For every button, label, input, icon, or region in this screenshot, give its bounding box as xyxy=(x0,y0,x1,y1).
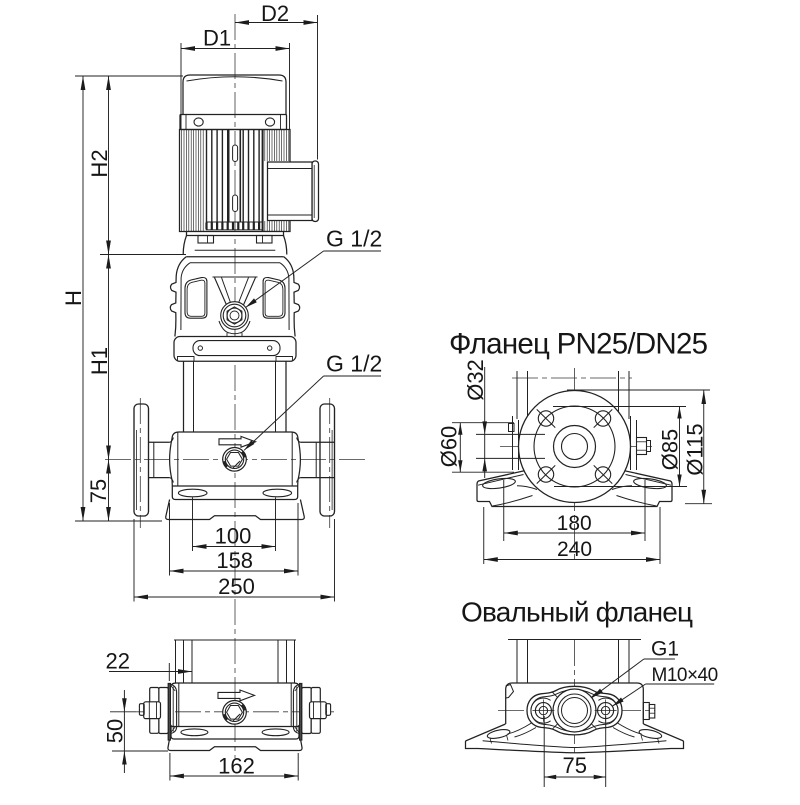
svg-text:M10×40: M10×40 xyxy=(652,665,718,686)
svg-text:100: 100 xyxy=(215,524,252,549)
svg-text:75: 75 xyxy=(563,753,587,778)
svg-text:D2: D2 xyxy=(261,1,289,26)
svg-text:Ø60: Ø60 xyxy=(437,426,462,468)
svg-text:158: 158 xyxy=(216,548,253,573)
svg-text:22: 22 xyxy=(105,649,129,674)
svg-text:180: 180 xyxy=(557,512,592,535)
svg-text:Ø32: Ø32 xyxy=(463,359,488,401)
svg-text:Овальный фланец: Овальный фланец xyxy=(461,597,693,628)
svg-text:H2: H2 xyxy=(87,149,112,177)
svg-text:Ø85: Ø85 xyxy=(658,429,683,471)
svg-text:G1: G1 xyxy=(651,638,679,661)
svg-text:50: 50 xyxy=(103,719,128,743)
svg-text:240: 240 xyxy=(557,538,592,561)
svg-text:Фланец PN25/DN25: Фланец PN25/DN25 xyxy=(449,328,708,361)
svg-text:H1: H1 xyxy=(87,347,112,375)
svg-text:G 1/2: G 1/2 xyxy=(326,351,382,377)
svg-text:G 1/2: G 1/2 xyxy=(326,226,382,252)
svg-text:75: 75 xyxy=(86,479,111,503)
svg-text:250: 250 xyxy=(218,574,255,599)
svg-text:D1: D1 xyxy=(203,26,231,51)
svg-text:H: H xyxy=(61,290,86,306)
svg-text:Ø115: Ø115 xyxy=(683,423,708,475)
svg-text:162: 162 xyxy=(218,754,255,779)
